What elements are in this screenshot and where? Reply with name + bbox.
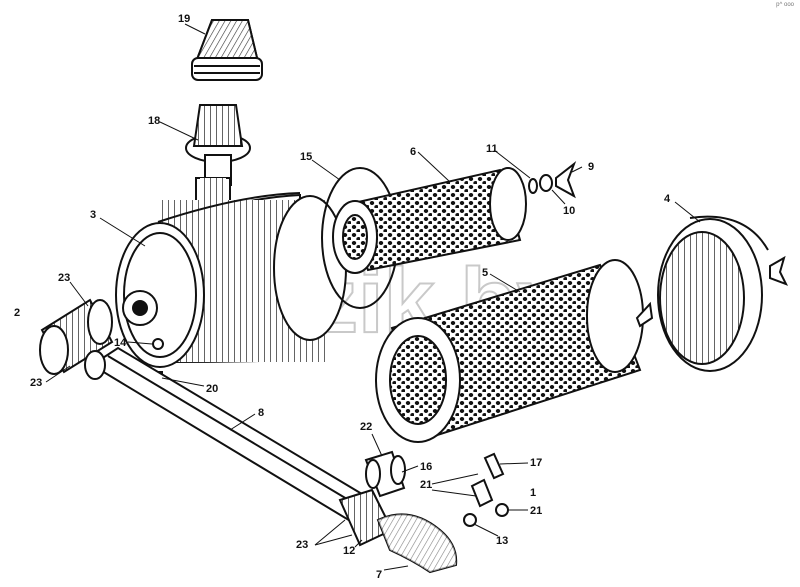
callout-6: 6: [410, 146, 416, 158]
callout-16: 16: [420, 461, 432, 473]
callout-10: 10: [563, 205, 575, 217]
callout-21-upper: 21: [420, 479, 432, 491]
callout-14: 14: [114, 337, 127, 349]
washer-11: [528, 178, 538, 194]
callout-23-left: 23: [30, 377, 42, 389]
callout-labels: 19 18 3 4 5 6 7 8 9 10 11 12 13 14 15 16…: [14, 13, 671, 581]
callout-9: 9: [588, 161, 594, 173]
callout-23-bottom: 23: [296, 539, 308, 551]
callout-12: 12: [343, 545, 355, 557]
pipe-clamp-22: [364, 450, 406, 498]
callout-18: 18: [148, 115, 160, 127]
intake-pipe-8: [84, 346, 374, 524]
filter-housing-3: [115, 177, 347, 368]
callout-20: 20: [206, 383, 218, 395]
corner-code: р^ ооо: [776, 2, 794, 8]
callout-7: 7: [376, 569, 382, 581]
pre-cleaner-impeller-18: [185, 104, 251, 186]
callout-15: 15: [300, 151, 312, 163]
callout-22: 22: [360, 421, 372, 433]
leader-lines: [45, 23, 701, 571]
inlet-filter-2: [39, 298, 114, 375]
callout-2: 2: [14, 307, 20, 319]
callout-19: 19: [178, 13, 190, 25]
callout-17: 17: [530, 457, 542, 469]
callout-23-top: 23: [58, 272, 70, 284]
inner-filter-element-6: [332, 167, 527, 274]
ejector-tube-17: [463, 452, 509, 527]
pre-cleaner-cap-19: [191, 19, 263, 81]
wing-nut-9: [555, 161, 577, 199]
outer-filter-element-5: [375, 259, 644, 443]
callout-5: 5: [482, 267, 488, 279]
gasket-10: [539, 174, 553, 192]
callout-4: 4: [664, 193, 671, 205]
callout-3: 3: [90, 209, 96, 221]
callout-11: 11: [486, 143, 498, 155]
callout-1: 1: [530, 487, 536, 499]
elbow-pipe-7: [376, 513, 458, 574]
housing-cover-4: [635, 215, 789, 372]
drain-nipple-14: [152, 338, 164, 350]
callout-13: 13: [496, 535, 508, 547]
callout-21-lower: 21: [530, 505, 542, 517]
callout-8: 8: [258, 407, 264, 419]
